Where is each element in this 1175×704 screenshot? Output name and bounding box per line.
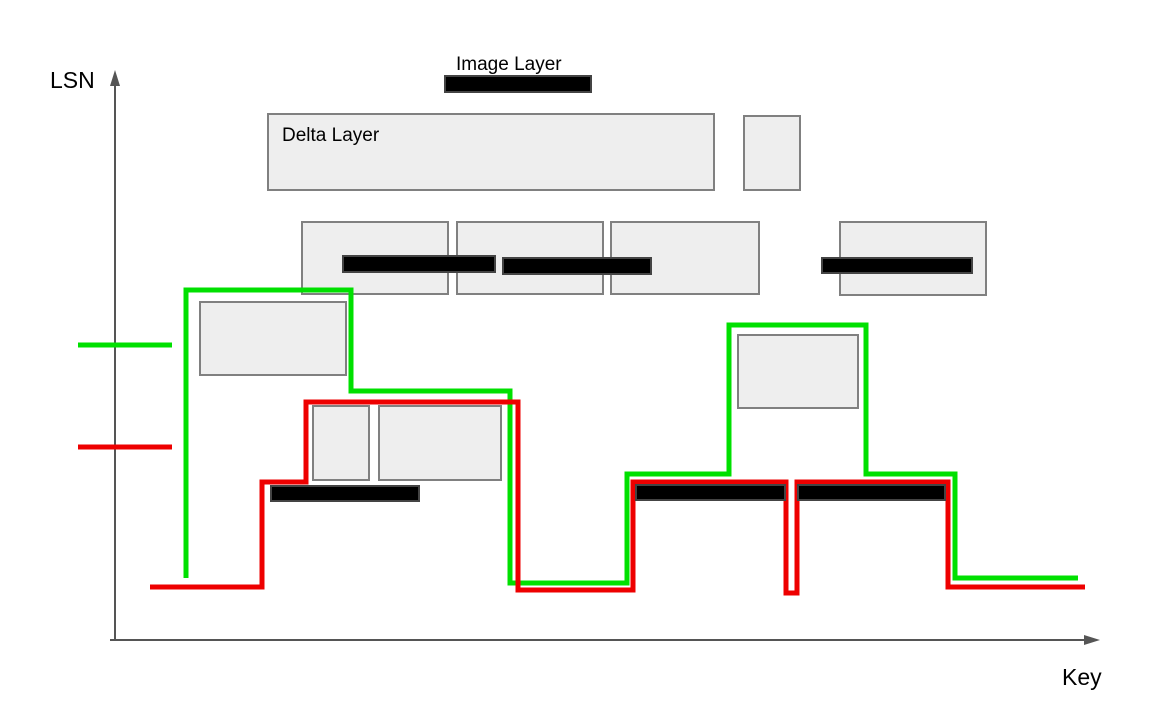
delta-bar-lower-a bbox=[635, 484, 786, 501]
delta-bar-row3-b bbox=[502, 257, 652, 275]
delta-bar-row3-a bbox=[342, 255, 496, 273]
page-box-green-left bbox=[199, 301, 347, 376]
y-axis-arrowhead bbox=[110, 70, 120, 86]
page-box-red-wide bbox=[378, 405, 502, 481]
delta-layer-label: Delta Layer bbox=[282, 125, 380, 146]
x-axis-label: Key bbox=[1062, 664, 1102, 690]
image-layer-bar bbox=[444, 75, 592, 93]
y-axis-label: LSN bbox=[50, 67, 95, 93]
delta-bar-red-left bbox=[270, 485, 420, 502]
y-axis bbox=[110, 70, 120, 640]
red-lsn-line bbox=[150, 399, 1085, 596]
delta-layer-box-right bbox=[743, 115, 801, 191]
x-axis-arrowhead bbox=[1084, 635, 1100, 645]
image-layer-label: Image Layer bbox=[456, 54, 562, 75]
green-lsn-line bbox=[183, 287, 1078, 586]
delta-bar-lower-b bbox=[797, 484, 946, 501]
delta-bar-row3-d bbox=[821, 257, 973, 274]
page-box-green-right bbox=[737, 334, 859, 409]
page-box-red-small bbox=[312, 405, 370, 481]
x-axis bbox=[110, 635, 1100, 645]
delta-layer-box bbox=[267, 113, 715, 191]
